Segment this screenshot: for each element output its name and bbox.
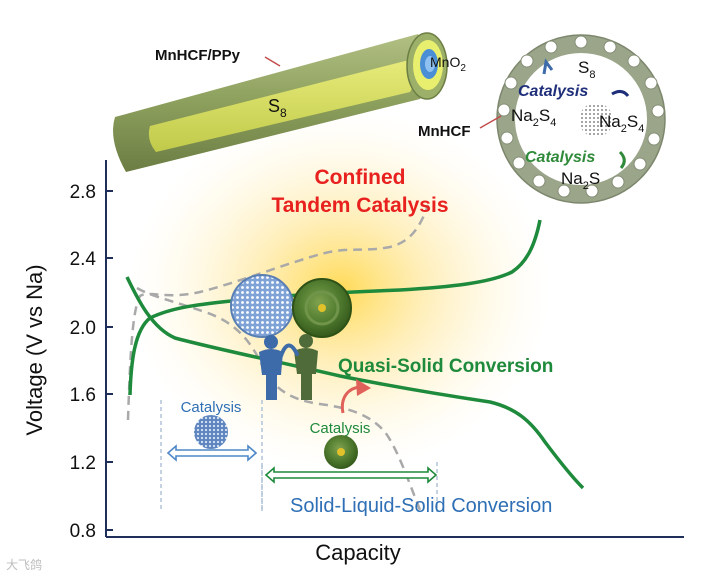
sls-discharge-curve: [136, 286, 422, 511]
y-axis-label: Voltage (V vs Na): [22, 264, 47, 435]
inset-navy-arrow: [611, 89, 630, 97]
region-guides: [160, 400, 438, 512]
title-line-2: Tandem Catalysis: [271, 194, 448, 217]
sls-charge-curve: [126, 204, 430, 421]
ytick-label: 1.6: [70, 385, 96, 406]
inset-green-arrow: [618, 150, 626, 169]
mno2-label: MnO2: [430, 54, 466, 74]
catalysis-mid-label: Catalysis: [310, 420, 371, 437]
title-line-1: Confined: [315, 166, 406, 189]
coating-pointer: [264, 56, 281, 67]
green-core-particle-center: [318, 304, 326, 312]
tube-end-inner: [425, 56, 435, 72]
catalysis-left-label: Catalysis: [181, 399, 242, 416]
inset-shell-beads: [497, 35, 665, 198]
x-axis-label: Capacity: [315, 540, 401, 565]
shell-pointer: [479, 115, 502, 129]
inset-na2s: Na2S: [561, 169, 600, 192]
left-double-arrow: [166, 444, 258, 462]
inset-na2s4-right: Na2S4: [599, 112, 644, 135]
core-sulfur-label: S8: [268, 96, 287, 120]
two-people-icon: [259, 334, 318, 400]
inset-na2s4-left: Na2S4: [511, 106, 556, 129]
coating-label: MnHCF/PPy: [155, 47, 241, 64]
ytick-label: 2.4: [70, 249, 97, 270]
catalysis-mid-particle-center: [337, 448, 345, 456]
quasi-discharge-curve: [125, 276, 585, 490]
inset-catalysis-bottom: Catalysis: [525, 149, 595, 166]
shell-label: MnHCF: [418, 123, 471, 140]
inset-s8: S8: [578, 58, 595, 81]
ytick-label: 0.8: [70, 521, 96, 542]
ytick-label: 2.0: [70, 318, 96, 339]
y-ticks: [106, 190, 113, 531]
tube-core: [148, 60, 415, 152]
ytick-label: 1.2: [70, 453, 96, 474]
watermark: 大飞鸽: [6, 558, 43, 572]
quasi-solid-label: Quasi-Solid Conversion: [338, 356, 553, 377]
inset-catalysis-top: Catalysis: [518, 83, 588, 100]
blue-porous-particle: [230, 274, 294, 338]
catalysis-left-particle: [194, 415, 228, 449]
green-core-particle-ring: [304, 290, 340, 326]
ytick-label: 2.8: [70, 182, 96, 203]
red-arrow-head: [356, 379, 371, 396]
sls-label: Solid-Liquid-Solid Conversion: [290, 495, 552, 517]
mid-double-arrow: [264, 466, 438, 484]
nanotube-illustration: [113, 32, 448, 172]
